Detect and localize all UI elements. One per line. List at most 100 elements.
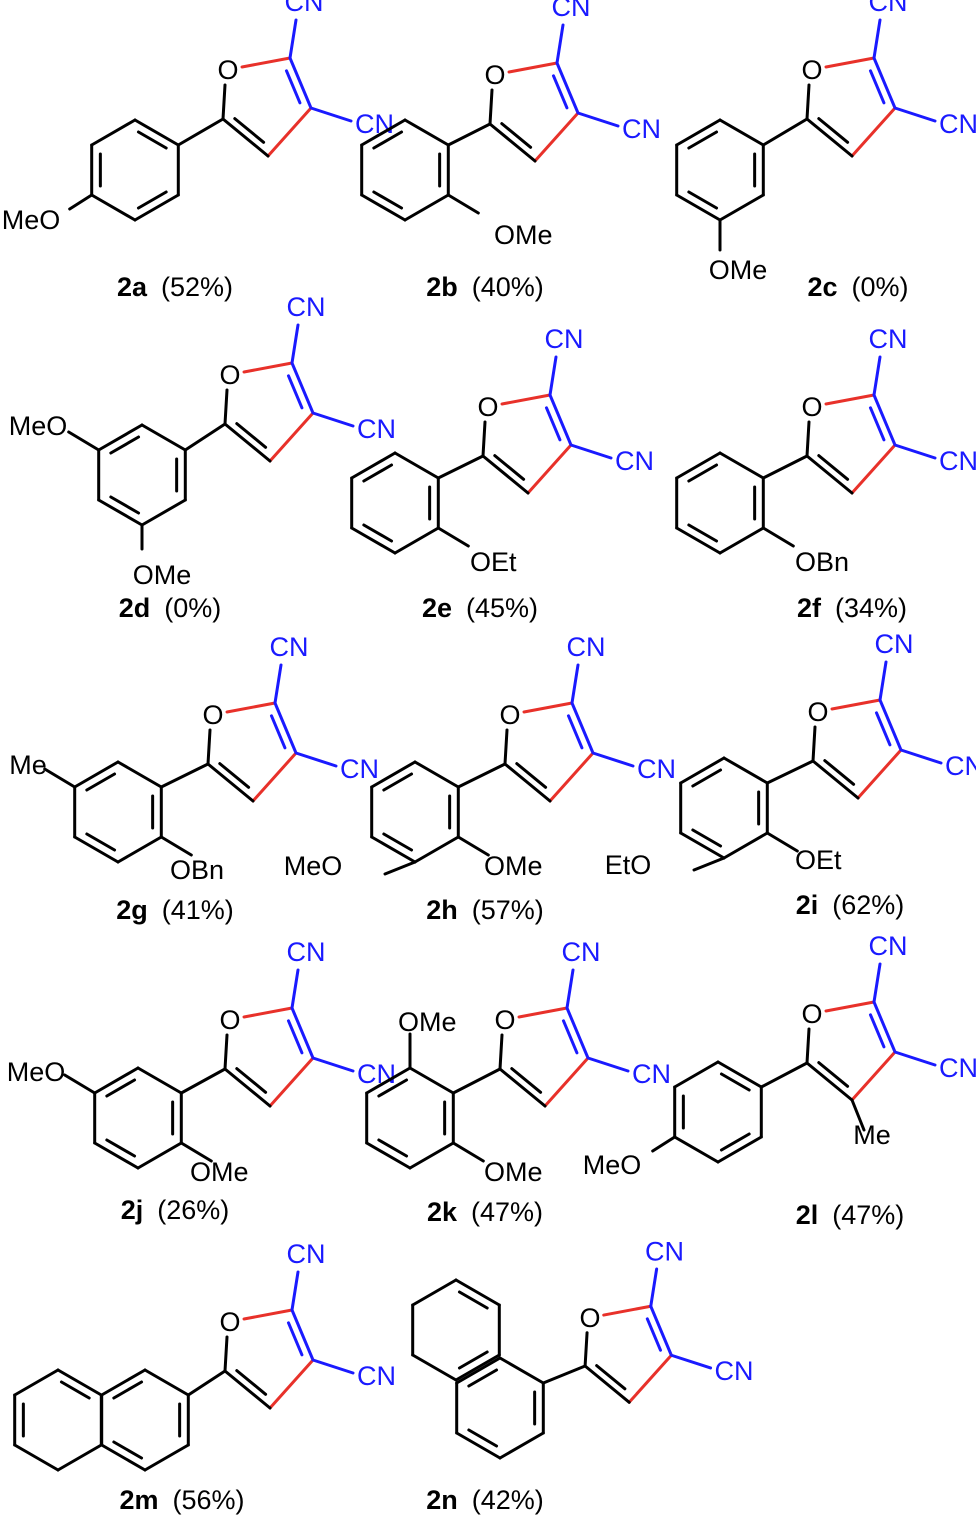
c2-c3-double-bond [868,406,886,442]
bond [446,122,492,147]
nitrile-label: CN [552,0,591,22]
c2-c3-bond [570,701,595,755]
c5-o-bond [805,83,811,121]
double-bond [59,1380,91,1400]
c2-c3-double-bond [551,74,569,110]
o-c2-bond [824,56,876,69]
nitrile-label: CN [939,446,976,476]
c2-nitrile-bond [288,18,298,60]
compound-caption: 2j(26%) [121,1195,230,1225]
compound-yield: (42%) [472,1485,544,1515]
c2-nitrile-bond [878,660,888,702]
bond [718,451,765,480]
c5-o-bond [805,1027,811,1065]
bond [393,526,440,555]
bond [722,756,769,785]
c5-o-bond [223,1335,229,1373]
bond [68,193,94,211]
c2-c3-double-bond [868,69,886,105]
nitrile-label: CN [357,1361,396,1391]
bond [718,193,765,222]
oxygen-label: O [219,360,240,390]
c3-nitrile-bond [294,751,338,768]
substituent-label: MeO [284,851,343,881]
substituent-label: OMe [484,851,543,881]
oxygen-label: O [217,55,238,85]
compound-yield: (26%) [157,1195,229,1225]
bond [13,1368,60,1397]
substituent-label: MeO [583,1150,642,1180]
nitrile-label: CN [945,751,976,781]
c2-c3-bond [878,698,903,752]
bond [761,526,795,548]
c4-c5-bond [223,422,272,463]
nitrile-label: CN [622,114,661,144]
compound-caption: 2d(0%) [119,593,222,623]
bond [455,1356,502,1385]
c3-nitrile-bond [311,1358,355,1375]
compound-caption: 2i(62%) [796,890,905,920]
compound-caption: 2c(0%) [807,272,908,302]
bond [436,526,470,548]
bond [360,193,407,222]
bond [179,1067,227,1095]
c4-c5-bond [805,1061,854,1102]
compound-caption: 2b(40%) [426,272,544,302]
c2-c3-bond [565,1006,590,1060]
bond [133,193,180,222]
c3-nitrile-bond [893,106,937,123]
compound-id: 2a [117,272,148,302]
compound-id: 2l [796,1200,819,1230]
c2-c3-double-bond [286,1019,304,1055]
oxygen-label: O [801,392,822,422]
o-c2-bond [824,1000,876,1013]
c2-nitrile-bond [872,962,882,1004]
oxygen-label: O [484,60,505,90]
compound-yield: (52%) [161,272,233,302]
compound-caption: 2a (52%) [117,272,233,302]
c4-c5-bond [206,762,255,803]
compound-caption: 2h(57%) [426,895,544,925]
c4-c5-bond [488,122,537,163]
c5-o-bond [503,728,509,766]
bond [93,1066,140,1095]
substituent-label: OMe [484,1157,543,1187]
c3-nitrile-bond [893,1050,937,1067]
nitrile-label: CN [939,109,976,139]
bond [850,1098,866,1132]
c3-c4-bond [268,1056,315,1108]
bond [43,767,77,789]
bond [350,526,397,555]
c3-c4-bond [268,411,315,463]
c2-c3-double-bond [561,1019,579,1055]
bond [411,1353,458,1382]
c3-nitrile-bond [569,443,613,460]
compound-yield: (56%) [173,1485,245,1515]
double-bond [691,828,723,848]
compound-yield: (0%) [852,272,909,302]
bond [451,1141,485,1163]
c4-c5-bond [223,1369,272,1410]
c3-c4-bond [627,1353,673,1404]
substituent-label: OEt [470,547,517,577]
substituent-label: OBn [170,855,224,885]
c5-o-bond [223,388,229,426]
c2-c3-double-bond [286,1321,304,1357]
compound-yield: (62%) [832,890,904,920]
c3-nitrile-bond [311,411,355,428]
c3-c4-bond [268,1358,315,1410]
c4-c5-double-bond [233,117,266,144]
substituent-label: OEt [795,845,842,875]
bond [179,1141,213,1163]
bond [56,1368,103,1397]
c2-nitrile-bond [273,663,283,705]
bond [143,1368,190,1397]
